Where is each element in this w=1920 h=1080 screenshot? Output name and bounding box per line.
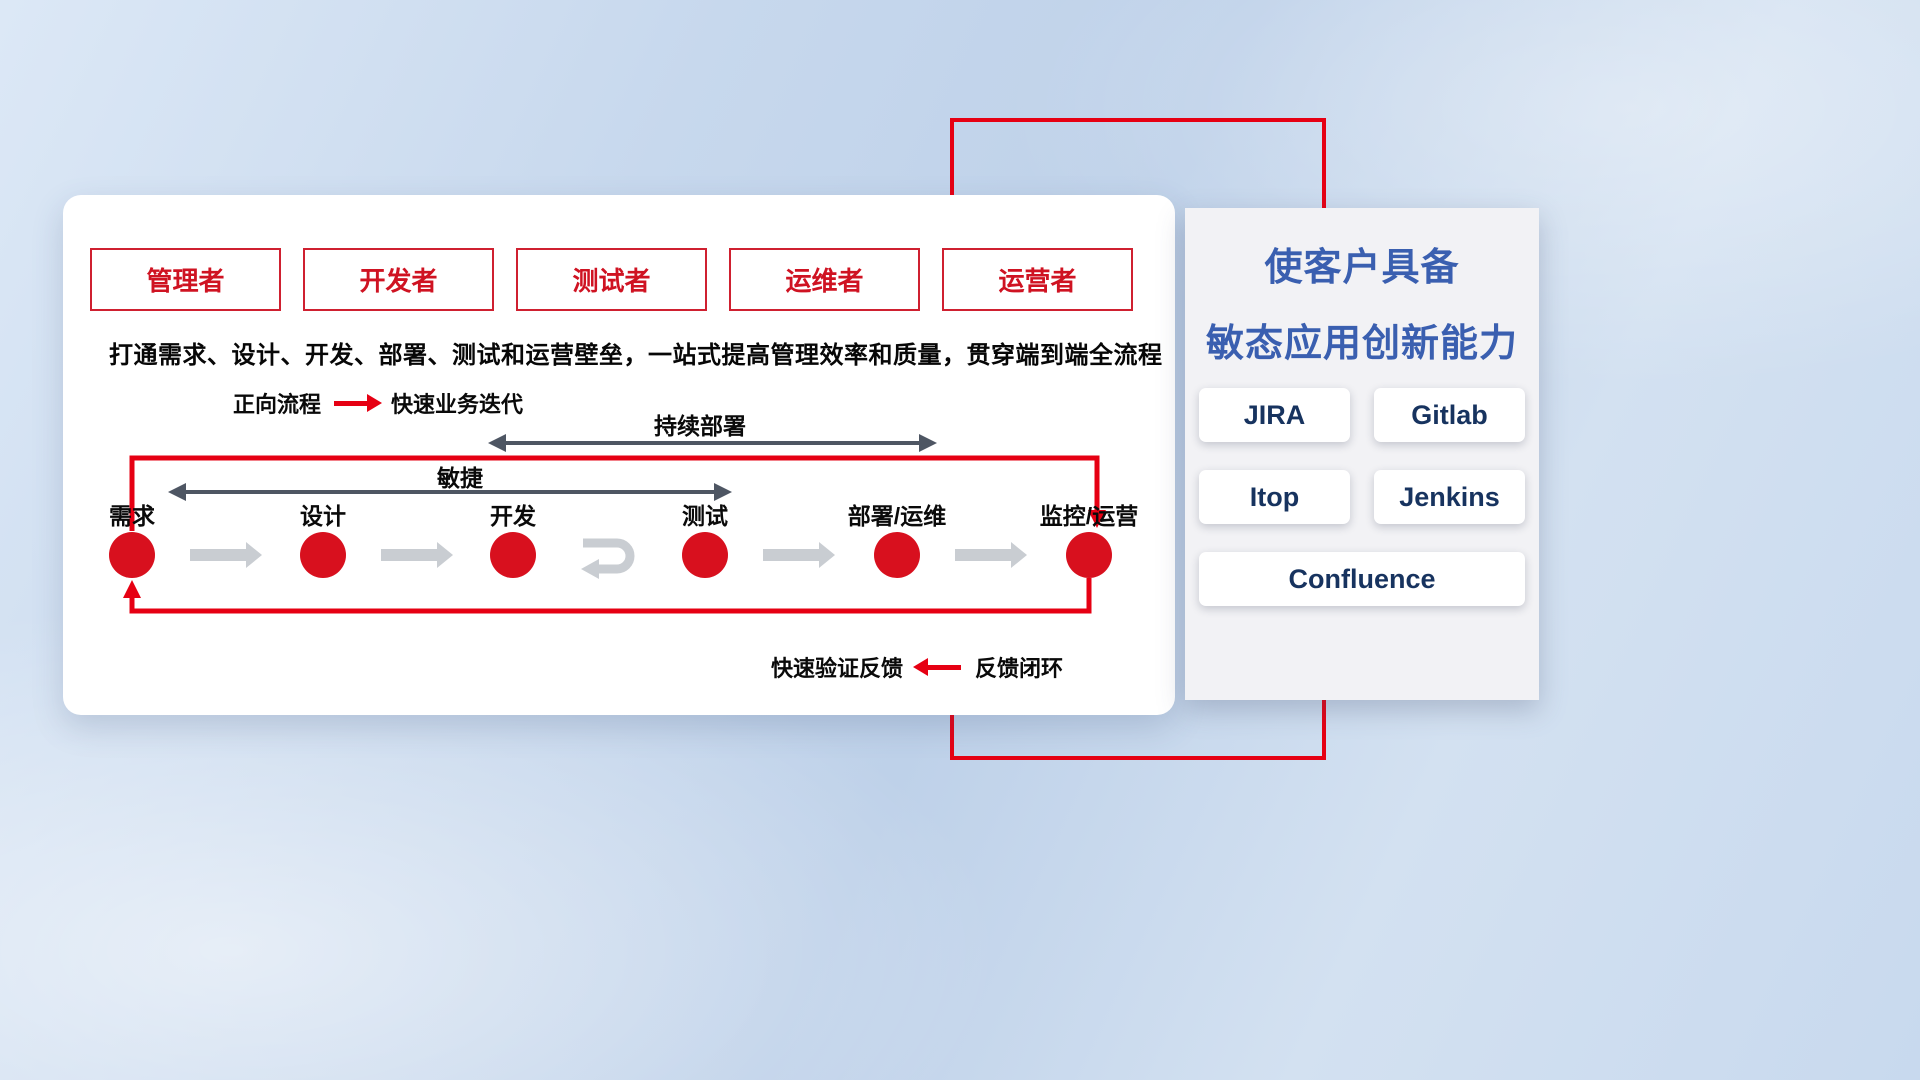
node-label-requirement: 需求: [109, 503, 155, 529]
role-box-developer: 开发者: [303, 248, 494, 311]
node-label-develop: 开发: [490, 503, 536, 529]
panel-title: 使客户具备 敏态应用创新能力: [1185, 230, 1539, 382]
node-circle-monitor: [1066, 532, 1112, 578]
role-label: 测试者: [572, 266, 651, 296]
red-right-arrow-icon: [334, 394, 383, 412]
role-box-manager: 管理者: [90, 248, 281, 311]
tool-chip-confluence: Confluence: [1199, 552, 1525, 606]
capability-panel: 使客户具备 敏态应用创新能力 JIRA Gitlab Itop Jenkins …: [1185, 208, 1539, 700]
agile-span-arrow-icon: [168, 483, 732, 501]
tool-chip-grid: JIRA Gitlab Itop Jenkins Confluence: [1199, 388, 1525, 606]
node-label-design: 设计: [300, 503, 346, 529]
tool-chip-jenkins: Jenkins: [1374, 470, 1525, 524]
tool-chip-gitlab: Gitlab: [1374, 388, 1525, 442]
role-box-ops: 运维者: [729, 248, 920, 311]
feedback-legend: 快速验证反馈 反馈闭环: [771, 651, 1063, 683]
node-circle-develop: [490, 532, 536, 578]
red-left-arrow-icon: [913, 658, 962, 676]
devops-flow-card: 管理者 开发者 测试者 运维者 运营者 打通需求、设计、开发、部署、测试和运营壁…: [63, 195, 1175, 715]
feedback-legend-label: 反馈闭环: [975, 656, 1064, 681]
node-circle-design: [300, 532, 346, 578]
node-circle-deploy-ops: [874, 532, 920, 578]
feedback-loop-line: [123, 578, 1092, 614]
panel-title-line1: 使客户具备: [1264, 247, 1460, 289]
role-label: 开发者: [359, 266, 438, 296]
role-box-tester: 测试者: [516, 248, 707, 311]
tool-chip-jira: JIRA: [1199, 388, 1350, 442]
flow-step-arrow-icons: [190, 542, 1027, 568]
forward-legend: 正向流程 快速业务迭代: [233, 387, 523, 419]
role-label: 运营者: [998, 266, 1077, 296]
iteration-loop-icon: [581, 538, 635, 579]
forward-legend-label: 正向流程: [233, 392, 322, 417]
role-box-operator: 运营者: [942, 248, 1133, 311]
flow-node-circles: [109, 532, 1112, 578]
role-label: 管理者: [146, 266, 225, 296]
flow-diagram-canvas: [109, 434, 1112, 614]
node-circle-test: [682, 532, 728, 578]
forward-legend-value: 快速业务迭代: [391, 392, 524, 417]
continuous-deploy-label: 持续部署: [654, 413, 746, 439]
node-label-test: 测试: [682, 503, 728, 529]
role-label: 运维者: [785, 266, 864, 296]
node-label-deploy-ops: 部署/运维: [847, 503, 947, 529]
feedback-legend-value: 快速验证反馈: [771, 656, 904, 681]
node-circle-requirement: [109, 532, 155, 578]
continuous-deploy-span-arrow-icon: [488, 434, 937, 452]
card-subtitle: 打通需求、设计、开发、部署、测试和运营壁垒，一站式提高管理效率和质量，贯穿端到端…: [109, 342, 1163, 369]
forward-loop-line: [129, 455, 1106, 531]
role-box-row: 管理者 开发者 测试者 运维者 运营者: [90, 248, 1133, 311]
agile-label: 敏捷: [437, 465, 483, 491]
tool-chip-itop: Itop: [1199, 470, 1350, 524]
panel-title-line2: 敏态应用创新能力: [1205, 323, 1518, 365]
node-label-monitor: 监控/运营: [1039, 503, 1139, 529]
